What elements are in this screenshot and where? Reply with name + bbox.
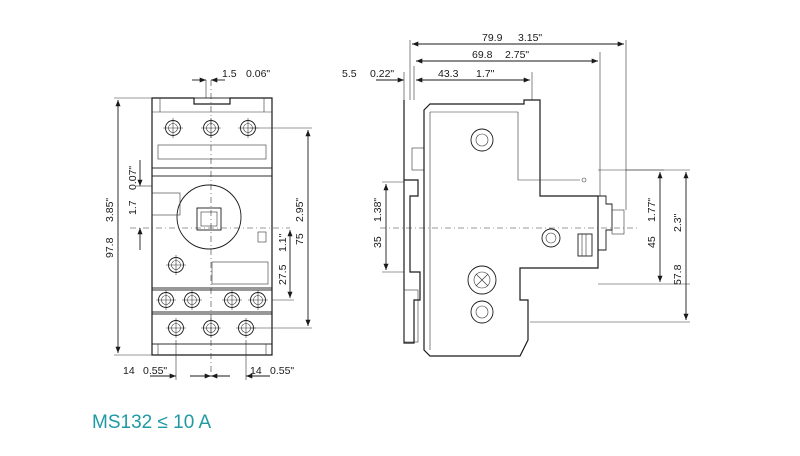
dim-top-mm: 1.5 [222, 68, 237, 80]
dim-top-in: 0.06" [246, 68, 270, 80]
front-view: 1.5 0.06" 97.8 3.85" 1.7 0.07" 75 2.95" … [104, 68, 312, 380]
adjust-dial [541, 228, 561, 248]
dim-side-mm: 75 [294, 233, 306, 245]
dim-depth-total-in: 3.15" [518, 32, 542, 44]
dim-right-outer-mm: 57.8 [672, 264, 684, 285]
dim-depth-rail-in: 1.7" [476, 68, 495, 80]
dim-rail-height-in: 1.38" [372, 198, 384, 222]
front-outline [151, 97, 273, 356]
dim-right-inner-mm: 45 [646, 236, 658, 248]
dim-offset-in: 0.07" [127, 166, 139, 190]
handle-side [467, 265, 497, 295]
dim-mid-mm: 27.5 [277, 264, 289, 285]
product-title: MS132 ≤ 10 A [92, 412, 212, 433]
dim-side-in: 2.95" [294, 198, 306, 222]
dim-mid-in: 1.1" [277, 233, 289, 252]
mount-hole [470, 128, 494, 152]
side-view: 79.9 3.15" 69.8 2.75" 43.3 1.7" 5.5 0.22… [342, 32, 690, 357]
dim-depth-total-mm: 79.9 [482, 32, 503, 44]
dim-height-mm: 97.8 [104, 237, 116, 258]
dim-bottom-right-in: 0.55" [270, 365, 294, 377]
dim-depth-body-mm: 69.8 [472, 49, 493, 61]
dim-offset-mm: 1.7 [127, 200, 139, 215]
dim-rail-offset-in: 0.22" [370, 68, 394, 80]
dim-depth-body-in: 2.75" [505, 49, 529, 61]
mount-hole [470, 300, 494, 324]
dim-depth-rail-mm: 43.3 [438, 68, 459, 80]
dim-bottom-left-mm: 14 [123, 365, 135, 377]
dim-height-in: 3.85" [104, 198, 116, 222]
dim-rail-height-mm: 35 [372, 236, 384, 248]
dim-right-outer-in: 2.3" [672, 213, 684, 232]
dim-bottom-right-mm: 14 [250, 365, 262, 377]
dim-right-inner-in: 1.77" [646, 198, 658, 222]
dim-rail-offset-mm: 5.5 [342, 68, 357, 80]
rotary-knob [176, 184, 242, 250]
din-rail-clip [403, 100, 421, 344]
dim-bottom-left-in: 0.55" [143, 365, 167, 377]
